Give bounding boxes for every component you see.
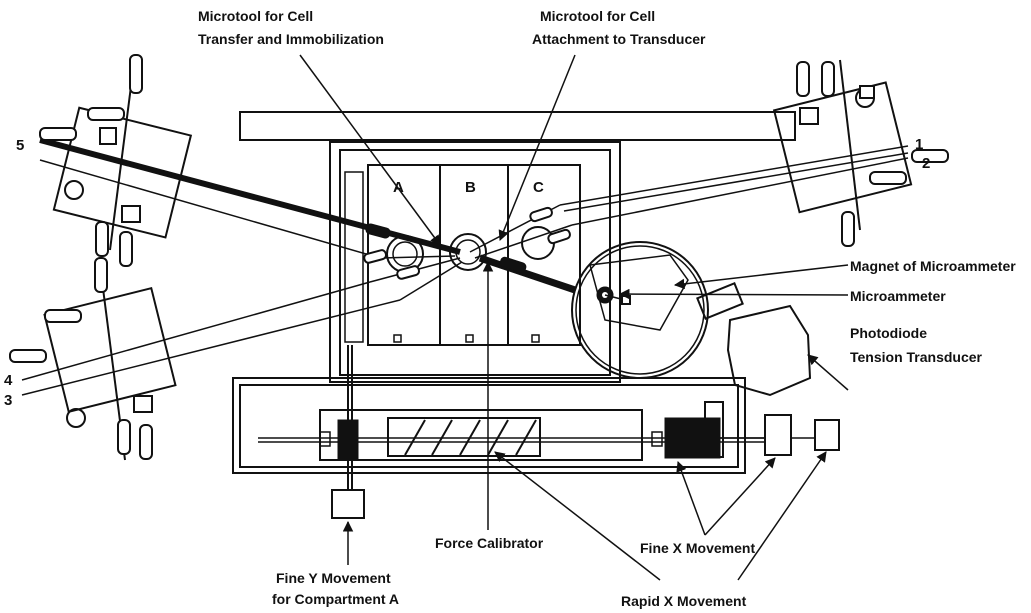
label-microtool-transfer-2: Transfer and Immobilization [198, 31, 384, 47]
label-microtool-attach-2: Attachment to Transducer [532, 31, 706, 47]
pipette-number-4: 4 [4, 372, 13, 389]
label-force-calibrator: Force Calibrator [435, 535, 544, 551]
fine-x-knob[interactable] [764, 414, 792, 456]
photodiode-body [726, 304, 812, 397]
compartment-c-label: C [533, 179, 544, 196]
label-microtool-transfer-1: Microtool for Cell [198, 8, 313, 24]
pipettes [21, 137, 909, 396]
manipulator-top-right [772, 59, 949, 247]
label-microtool-attach-1: Microtool for Cell [540, 8, 655, 24]
pipette-number-3: 3 [4, 392, 12, 409]
pipette-number-5: 5 [16, 137, 24, 154]
label-microammeter: Microammeter [850, 288, 946, 304]
magnet-shape [589, 254, 689, 331]
drive-assembly [232, 345, 840, 519]
label-fine-y-1: Fine Y Movement [276, 570, 391, 586]
label-photodiode-2: Tension Transducer [850, 349, 983, 365]
fine-y-knob[interactable] [331, 489, 365, 519]
rapid-x-knob[interactable] [814, 419, 840, 451]
label-magnet: Magnet of Microammeter [850, 258, 1016, 274]
chamber [329, 141, 621, 383]
microammeter-housing [571, 241, 709, 379]
leader-lines [299, 54, 849, 581]
stage-top-bar [239, 111, 796, 141]
compartment-c-box [507, 164, 581, 346]
manipulator-bottom-left [9, 257, 177, 461]
label-fine-y-2: for Compartment A [272, 591, 399, 607]
well-c [521, 226, 555, 260]
label-fine-x: Fine X Movement [640, 540, 755, 556]
label-rapid-x: Rapid X Movement [621, 593, 747, 609]
label-photodiode-1: Photodiode [850, 325, 927, 341]
pipette-number-2: 2 [922, 155, 930, 172]
manipulator-top-left [39, 54, 193, 267]
pipette-number-1: 1 [915, 136, 923, 153]
compartment-b-label: B [465, 179, 476, 196]
